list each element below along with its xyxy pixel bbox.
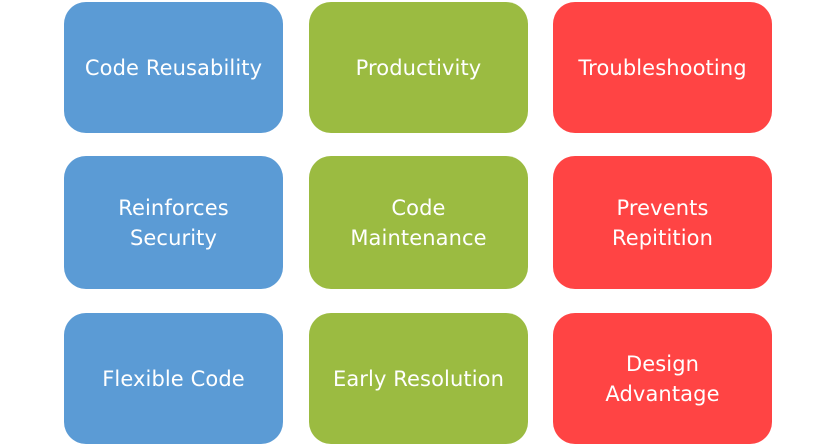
box-label: Prevents Repitition: [611, 195, 714, 250]
box-label: Code Reusability: [84, 55, 263, 80]
box-label: Flexible Code: [102, 366, 245, 391]
box-troubleshooting: Troubleshooting: [553, 2, 772, 133]
box-reinforces-security: Reinforces Security: [64, 156, 283, 289]
box-label: Troubleshooting: [578, 55, 747, 80]
box-prevents-repitition: Prevents Repitition: [553, 156, 772, 289]
box-early-resolution: Early Resolution: [309, 313, 528, 444]
box-productivity: Productivity: [309, 2, 528, 133]
box-design-advantage: Design Advantage: [553, 313, 772, 444]
box-label: Early Resolution: [332, 366, 505, 391]
box-code-reusability: Code Reusability: [64, 2, 283, 133]
box-code-maintenance: Code Maintenance: [309, 156, 528, 289]
box-label: Productivity: [355, 55, 482, 80]
box-label: Design Advantage: [605, 351, 720, 406]
box-label: Reinforces Security: [118, 195, 229, 250]
box-flexible-code: Flexible Code: [64, 313, 283, 444]
box-label: Code Maintenance: [350, 195, 487, 250]
